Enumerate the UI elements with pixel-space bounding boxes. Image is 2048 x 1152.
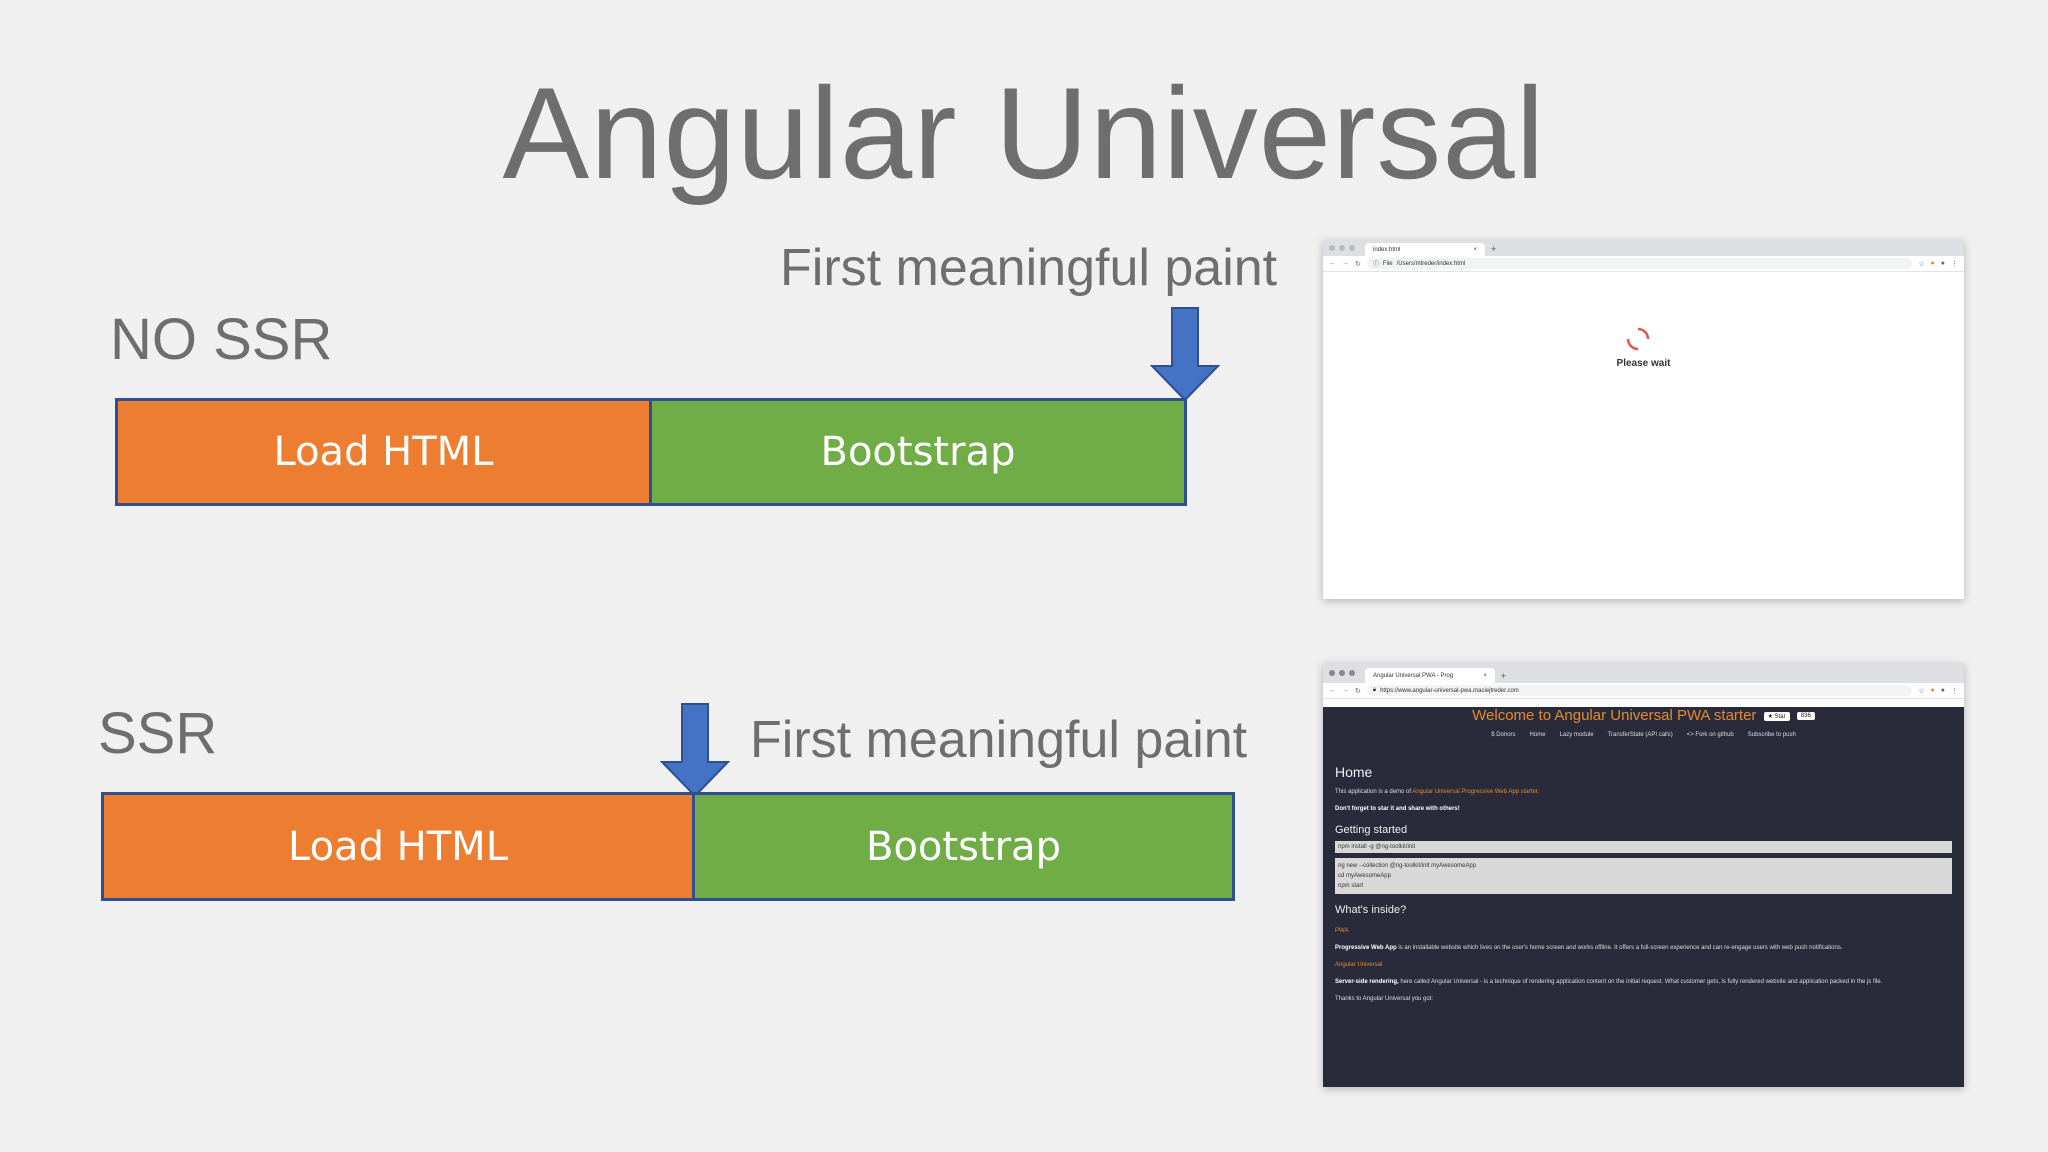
window-controls bbox=[1329, 240, 1355, 256]
extension-icon[interactable]: ● bbox=[1930, 687, 1935, 694]
site-nav: $ Donors Home Lazy module TransferState … bbox=[1323, 732, 1964, 738]
welcome-heading: Welcome to Angular Universal PWA starter… bbox=[1323, 707, 1964, 724]
loading-text: Please wait bbox=[1616, 358, 1671, 369]
ssr-bold: Server-side rendering, bbox=[1335, 979, 1399, 985]
ssr-fmp-label: First meaningful paint bbox=[750, 711, 1248, 769]
browser-tab[interactable]: index.html × bbox=[1365, 243, 1485, 256]
browser-tab-bar: index.html × + bbox=[1323, 240, 1964, 256]
menu-icon[interactable]: ⋮ bbox=[1951, 260, 1958, 268]
segment-label: Load HTML bbox=[273, 429, 494, 475]
new-tab-icon[interactable]: + bbox=[1491, 244, 1497, 254]
code-block-new-app: ng new --collection @ng-toolkit/init myA… bbox=[1335, 858, 1952, 894]
whats-inside-heading: What's inside? bbox=[1335, 904, 1407, 916]
url-field[interactable]: ⓘ File /Users/mtreder/index.html bbox=[1366, 258, 1913, 269]
address-bar: ← → ↻ 🔒︎ https://www.angular-universal-p… bbox=[1323, 683, 1964, 699]
ssr-paragraph: Server-side rendering, here called Angul… bbox=[1335, 977, 1952, 987]
intro-prefix: This application is a demo of bbox=[1335, 789, 1413, 795]
no-ssr-fmp-arrow bbox=[1150, 307, 1220, 402]
new-tab-icon[interactable]: + bbox=[1501, 671, 1507, 681]
ssr-label: SSR bbox=[98, 701, 218, 766]
page-body: Welcome to Angular Universal PWA starter… bbox=[1323, 707, 1964, 1087]
forward-icon[interactable]: → bbox=[1342, 260, 1349, 267]
code-line: npm start bbox=[1338, 883, 1364, 889]
star-badge[interactable]: ★ Star bbox=[1763, 711, 1790, 721]
browser-window-ssr: Angular Universal PWA - Prog × + ← → ↻ 🔒… bbox=[1323, 663, 1964, 1087]
reload-icon[interactable]: ↻ bbox=[1355, 260, 1361, 268]
tab-close-icon[interactable]: × bbox=[1473, 246, 1477, 253]
angular-universal-heading[interactable]: Angular Universal bbox=[1335, 962, 1383, 968]
code-line: cd myAwesomeApp bbox=[1338, 873, 1391, 879]
bookmark-star-icon[interactable]: ☆ bbox=[1918, 260, 1925, 268]
star-note-text: Don't forget to star it and share with o… bbox=[1335, 806, 1460, 812]
page-body: Please wait bbox=[1323, 272, 1964, 599]
info-icon: ⓘ bbox=[1372, 262, 1379, 268]
code-line: ng new --collection @ng-toolkit/init myA… bbox=[1338, 863, 1477, 869]
url-text: https://www.angular-universal-pwa.maciej… bbox=[1380, 687, 1519, 694]
back-icon[interactable]: ← bbox=[1329, 687, 1336, 694]
lock-icon: 🔒︎ bbox=[1372, 687, 1377, 693]
intro-paragraph: This application is a demo of Angular Un… bbox=[1335, 787, 1952, 797]
forward-icon[interactable]: → bbox=[1342, 687, 1349, 694]
loading-spinner-icon bbox=[1626, 327, 1650, 351]
browser-window-no-ssr: index.html × + ← → ↻ ⓘ File /Users/mtred… bbox=[1323, 240, 1964, 599]
nav-item-lazy-module[interactable]: Lazy module bbox=[1559, 732, 1594, 738]
browser-tab-bar: Angular Universal PWA - Prog × + bbox=[1323, 663, 1964, 683]
star-note: Don't forget to star it and share with o… bbox=[1335, 804, 1952, 814]
url-text: /Users/mtreder/index.html bbox=[1396, 260, 1466, 267]
nav-item-transferstate[interactable]: TransferState (API calls) bbox=[1607, 732, 1673, 738]
bookmark-star-icon[interactable]: ☆ bbox=[1918, 687, 1925, 695]
nav-item-fork-github[interactable]: <> Fork on github bbox=[1686, 732, 1734, 738]
profile-icon[interactable]: ● bbox=[1940, 260, 1945, 267]
home-heading: Home bbox=[1335, 764, 1373, 780]
no-ssr-fmp-label: First meaningful paint bbox=[780, 239, 1278, 297]
intro-link[interactable]: Angular Universal Progressive Web App st… bbox=[1412, 789, 1540, 795]
tab-close-icon[interactable]: × bbox=[1483, 672, 1487, 679]
welcome-text: Welcome to Angular Universal PWA starter bbox=[1472, 707, 1757, 724]
pwa-heading[interactable]: PWA bbox=[1335, 928, 1349, 934]
code-block-install: npm install -g @ng-toolkit/init bbox=[1335, 841, 1952, 853]
browser-tab[interactable]: Angular Universal PWA - Prog × bbox=[1365, 668, 1495, 683]
thanks-text: Thanks to Angular Universal you got: bbox=[1335, 996, 1434, 1002]
reload-icon[interactable]: ↻ bbox=[1355, 687, 1361, 695]
nav-item-donors[interactable]: $ Donors bbox=[1491, 732, 1516, 738]
ssr-bootstrap-segment: Bootstrap bbox=[692, 792, 1235, 901]
no-ssr-label: NO SSR bbox=[110, 307, 333, 372]
segment-label: Bootstrap bbox=[820, 429, 1016, 475]
pwa-text: is an installable website which lives on… bbox=[1396, 945, 1843, 951]
extension-icon[interactable]: ● bbox=[1930, 260, 1935, 267]
ssr-load-html-segment: Load HTML bbox=[101, 792, 695, 901]
ssr-fmp-arrow bbox=[660, 703, 730, 798]
page-content: Home This application is a demo of Angul… bbox=[1323, 764, 1964, 1004]
segment-label: Load HTML bbox=[288, 823, 508, 870]
slide-title: Angular Universal bbox=[502, 60, 1546, 206]
getting-started-heading: Getting started bbox=[1335, 824, 1408, 836]
nav-item-subscribe-push[interactable]: Subscribe to push bbox=[1747, 732, 1796, 738]
profile-icon[interactable]: ● bbox=[1940, 687, 1945, 694]
tab-title: Angular Universal PWA - Prog bbox=[1373, 672, 1454, 679]
no-ssr-load-html-segment: Load HTML bbox=[115, 398, 652, 506]
pwa-bold: Progressive Web App bbox=[1335, 945, 1397, 951]
star-count-badge[interactable]: 836 bbox=[1796, 712, 1815, 721]
nav-item-home[interactable]: Home bbox=[1529, 732, 1546, 738]
tab-title: index.html bbox=[1373, 246, 1401, 253]
url-field[interactable]: 🔒︎ https://www.angular-universal-pwa.mac… bbox=[1366, 685, 1913, 696]
window-controls bbox=[1329, 663, 1355, 683]
address-bar: ← → ↻ ⓘ File /Users/mtreder/index.html ☆… bbox=[1323, 256, 1964, 272]
ssr-text: here called Angular Universal - is a tec… bbox=[1398, 979, 1883, 985]
segment-label: Bootstrap bbox=[866, 823, 1061, 870]
menu-icon[interactable]: ⋮ bbox=[1951, 687, 1958, 695]
back-icon[interactable]: ← bbox=[1329, 260, 1336, 267]
pwa-paragraph: Progressive Web App is an installable we… bbox=[1335, 943, 1952, 953]
url-prefix: File bbox=[1382, 260, 1393, 267]
no-ssr-bootstrap-segment: Bootstrap bbox=[649, 398, 1187, 506]
